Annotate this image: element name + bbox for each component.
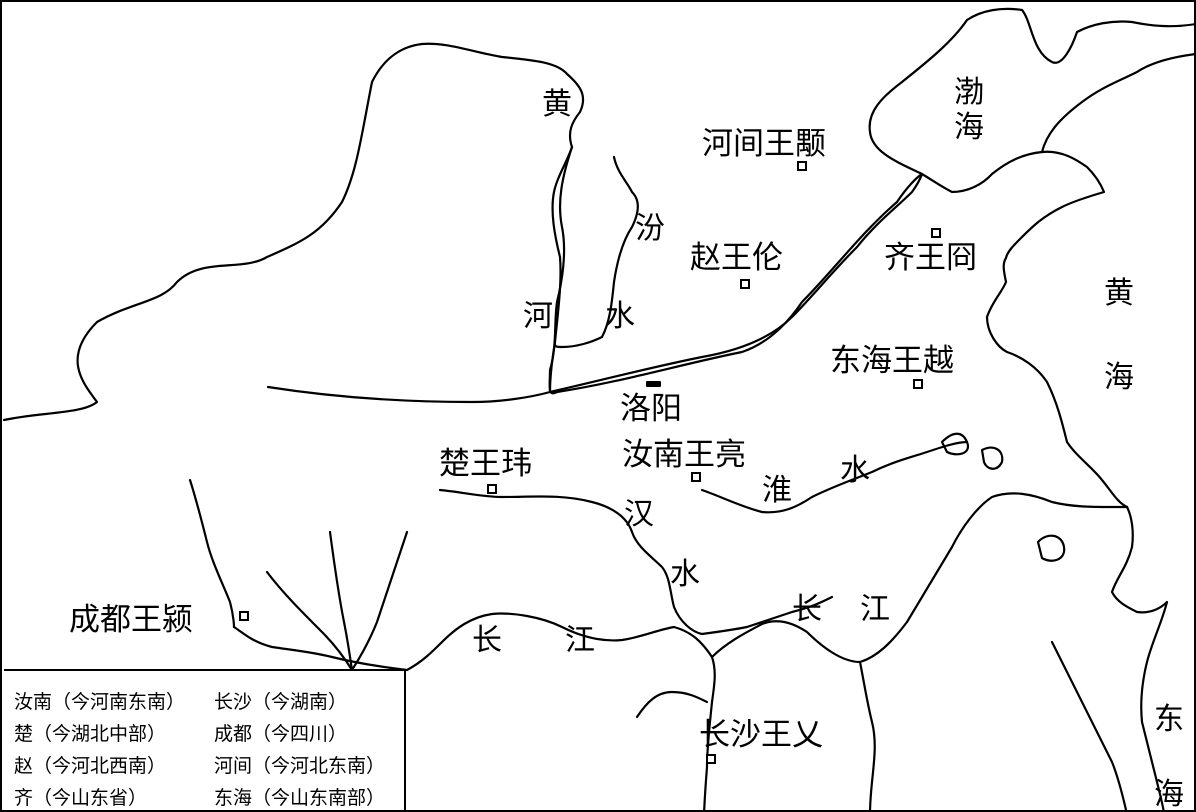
river-label-huai: 淮 — [762, 473, 792, 508]
capital-marker — [646, 381, 661, 387]
east-river — [1050, 640, 1128, 810]
city-marker-zhao — [740, 279, 750, 289]
city-marker-hejian — [797, 161, 807, 171]
bohai-coast — [920, 150, 1129, 509]
yangtze-east — [710, 492, 1129, 664]
tributary-3 — [350, 530, 409, 672]
east-coast-south — [1110, 505, 1169, 810]
sea-label-huanghai: 黄海 — [1104, 276, 1134, 395]
river-label-jiang-right: 江 — [860, 592, 890, 627]
han-river — [438, 488, 834, 636]
fief-label-chengdu: 成都王颍 — [69, 602, 193, 638]
legend-entry: 河间（今河北东南） — [214, 754, 386, 777]
river-label-fen-shui: 水 — [605, 299, 635, 334]
fief-label-qi: 齐王冏 — [884, 240, 977, 276]
legend-entry: 赵（今河北西南） — [14, 754, 167, 777]
legend-row: 汝南（今河南东南） 长沙（今湖南） — [14, 684, 404, 716]
legend-entry: 成都（今四川） — [214, 722, 348, 745]
yellow-river-upper — [548, 145, 574, 394]
legend-entry: 汝南（今河南东南） — [14, 690, 186, 713]
gan-river — [858, 660, 876, 810]
city-marker-donghai — [913, 379, 923, 389]
fief-label-hejian: 河间王颙 — [702, 126, 826, 162]
city-marker-chu — [487, 484, 497, 494]
coastline-north — [2, 7, 1194, 422]
river-label-han-shui: 水 — [670, 557, 700, 592]
river-label-fen: 汾 — [635, 211, 665, 246]
river-label-chang-left: 长 — [472, 623, 502, 658]
river-label-han: 汉 — [624, 497, 654, 532]
river-label-huang: 黄 — [542, 87, 572, 122]
liaodong-coast — [1040, 53, 1194, 154]
sea-label-bohai: 渤海 — [954, 75, 984, 145]
river-label-he: 河 — [523, 299, 553, 334]
river-label-jiang-left: 江 — [565, 623, 595, 658]
tributary-1 — [265, 570, 354, 672]
huai-river — [700, 440, 969, 514]
legend-entry: 东海（今山东南部） — [214, 786, 386, 809]
map-legend: 汝南（今河南东南） 长沙（今湖南） 楚（今湖北中部） 成都（今四川） 赵（今河北… — [4, 669, 406, 810]
legend-entry: 长沙（今湖南） — [214, 690, 348, 713]
legend-row: 齐（今山东省） 东海（今山东南部） — [14, 780, 404, 810]
river-label-huai-shui: 水 — [840, 453, 870, 488]
city-marker-runan — [691, 472, 701, 482]
fief-label-donghai: 东海王越 — [830, 343, 954, 379]
river-label-chang-right: 长 — [792, 592, 822, 627]
sea-label-donghai: 东海 — [1154, 702, 1184, 812]
city-marker-changsha — [706, 754, 716, 764]
taihu-lake — [1036, 534, 1066, 562]
hongze-lake — [980, 446, 1004, 470]
yellow-river-lower — [266, 172, 924, 404]
capital-label: 洛阳 — [620, 391, 682, 427]
city-marker-chengdu — [239, 611, 249, 621]
fen-river — [553, 155, 639, 349]
yangtze-west-branch — [188, 478, 236, 629]
xiang-river — [635, 690, 709, 719]
legend-row: 楚（今湖北中部） 成都（今四川） — [14, 716, 404, 748]
yangtze-main — [232, 612, 716, 810]
fief-label-zhao: 赵王伦 — [690, 240, 783, 276]
legend-entry: 齐（今山东省） — [14, 786, 148, 809]
fief-label-changsha: 长沙王乂 — [699, 717, 823, 753]
tributary-2 — [328, 530, 354, 672]
fief-label-runan: 汝南王亮 — [622, 437, 746, 473]
city-marker-qi — [931, 228, 941, 238]
legend-entry: 楚（今湖北中部） — [14, 722, 167, 745]
legend-row: 赵（今河北西南） 河间（今河北东南） — [14, 748, 404, 780]
fief-label-chu: 楚王玮 — [439, 446, 532, 482]
